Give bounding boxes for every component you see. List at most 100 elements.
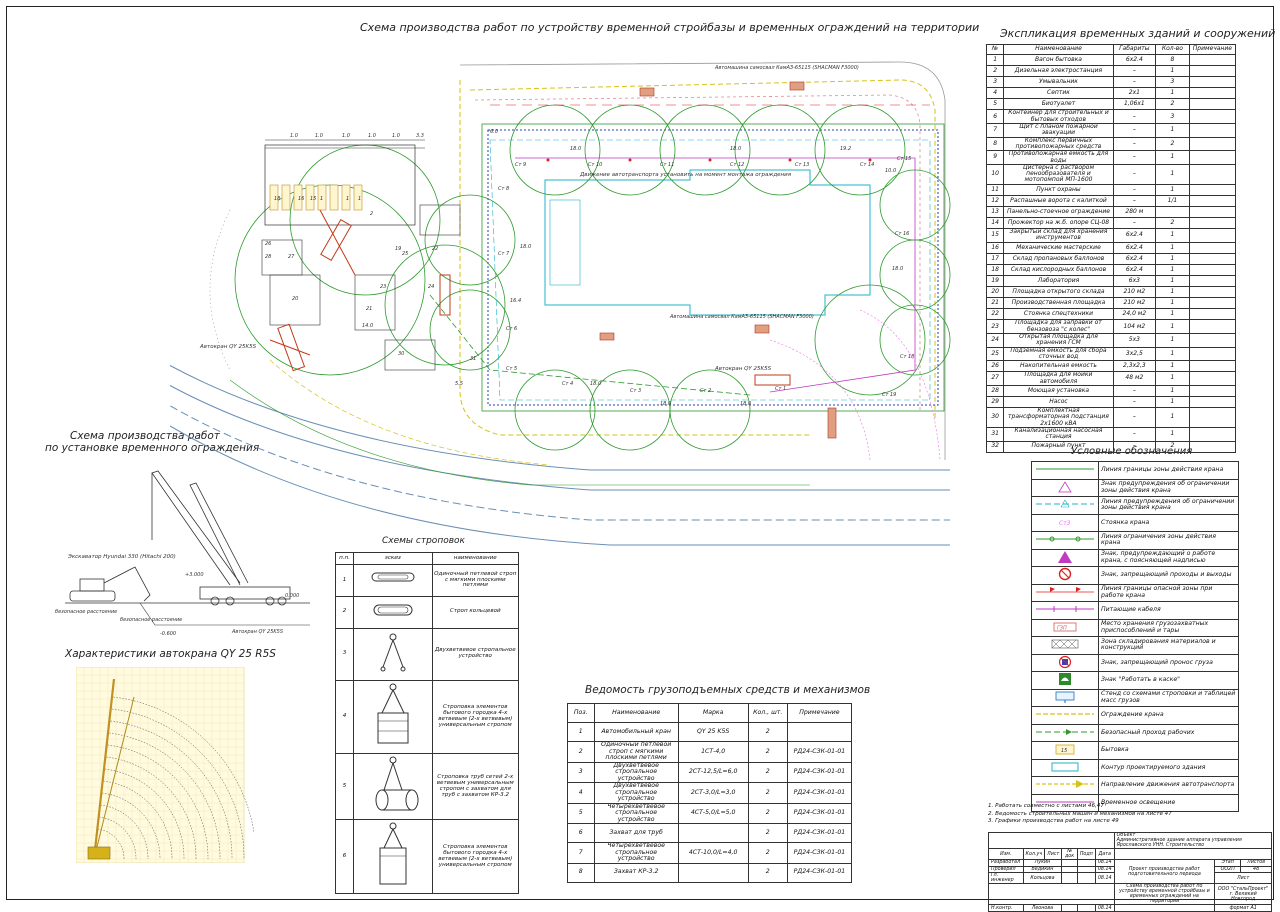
expl-cell <box>1188 371 1237 386</box>
expl-cell <box>1188 65 1237 78</box>
expl-cell: Лаборатория <box>1003 274 1114 288</box>
expl-cell <box>1188 150 1237 165</box>
expl-cell: Контейнер для строительных и бытовых отх… <box>1003 109 1114 125</box>
expl-cell: 210 м2 <box>1112 297 1157 310</box>
svg-text:16.4: 16.4 <box>510 298 521 304</box>
svg-text:1.0: 1.0 <box>392 133 400 139</box>
legend-text: Линия ограничения зоны действия крана <box>1098 531 1239 550</box>
expl-cell: 1/1 <box>1155 194 1190 207</box>
expl-cell: – <box>1112 123 1157 138</box>
stamp-date-1: 08.14 <box>1094 865 1115 874</box>
expl-cell <box>1188 76 1237 89</box>
expl-cell <box>1188 205 1237 219</box>
legend-item: Временное освещение <box>1031 793 1239 812</box>
expl-cell <box>1188 319 1237 334</box>
sling-num: 6 <box>334 819 355 895</box>
expl-cell: 1 <box>1155 65 1190 78</box>
expl-cell: 1 <box>1155 183 1190 196</box>
expl-cell <box>1188 53 1237 67</box>
expl-cell: Канализационная насосная станция <box>1003 426 1114 442</box>
legend-text: Линия предупреждения об ограничении зоны… <box>1098 496 1239 515</box>
sling-name: Строповка элементов бытового городка 4-х… <box>431 679 520 755</box>
expl-header-cell: Примечание <box>1188 44 1237 55</box>
expl-cell: 1 <box>1155 163 1190 185</box>
legend-symbol-dash-icon <box>1031 496 1099 515</box>
expl-cell: 21 <box>985 297 1005 310</box>
lift-cell: 2 <box>747 741 788 763</box>
lift-cell: Четырехветвевое стропальное устройство <box>593 842 679 864</box>
expl-cell: 48 м2 <box>1112 371 1157 386</box>
svg-text:18.0: 18.0 <box>590 381 601 387</box>
svg-text:18.0: 18.0 <box>520 244 531 250</box>
stamp-head-cell: Кол.уч <box>1022 848 1046 861</box>
sling-sketch-icon <box>353 819 433 895</box>
lift-cell: 2 <box>567 741 595 763</box>
expl-cell: 3 <box>1155 76 1190 89</box>
legend-item: Знак предупреждения об ограничении зоны … <box>1031 478 1239 497</box>
expl-cell: 1 <box>1155 123 1190 138</box>
lift-cell: РД24-СЗК-01-01 <box>786 761 853 783</box>
svg-text:Ст 7: Ст 7 <box>498 251 510 257</box>
lift-cell: 5 <box>567 802 595 824</box>
svg-text:27: 27 <box>288 254 295 260</box>
svg-text:Ст 13: Ст 13 <box>795 162 809 168</box>
expl-cell: 280 м <box>1112 205 1157 219</box>
stamp-role-2: Гл. инженер <box>988 872 1024 885</box>
legend-symbol-flagline-icon <box>1031 583 1099 602</box>
expl-cell: 17 <box>985 252 1005 265</box>
expl-cell: Стоянка спецтехники <box>1003 308 1114 321</box>
legend-item: Линия предупреждения об ограничении зоны… <box>1031 496 1239 515</box>
expl-cell <box>1188 407 1237 428</box>
legend-item: Линия границы зоны действия крана <box>1031 461 1239 480</box>
svg-text:Ст 10: Ст 10 <box>588 162 602 168</box>
svg-text:Ст3: Ст3 <box>1059 520 1071 527</box>
svg-text:30: 30 <box>398 351 404 357</box>
svg-text:Ст 15: Ст 15 <box>897 156 911 162</box>
expl-cell <box>1188 98 1237 111</box>
expl-cell <box>1188 252 1237 265</box>
expl-cell: 13 <box>985 205 1005 219</box>
expl-cell: – <box>1112 65 1157 78</box>
expl-cell: – <box>1112 407 1157 428</box>
expl-cell: 27 <box>985 371 1005 386</box>
expl-cell <box>1188 308 1237 321</box>
expl-cell: 1 <box>1155 319 1190 334</box>
stamp-drawing: Схема производства работ по устройству в… <box>1113 883 1216 906</box>
expl-cell: 1 <box>1155 263 1190 276</box>
safe-distance-2: безопасное расстояние <box>120 617 182 623</box>
sling-num: 3 <box>334 627 355 681</box>
expl-cell: Пожарный пункт <box>1003 440 1114 453</box>
expl-cell: 2,3x2,3 <box>1112 360 1157 373</box>
svg-text:1: 1 <box>320 196 323 202</box>
lift-cell: Захват КР-3.2 <box>593 862 679 883</box>
expl-cell: Щит с планом пожарной эвакуации <box>1003 123 1114 138</box>
sling-num: 2 <box>334 595 355 629</box>
mark-minus: -0.600 <box>160 631 176 637</box>
expl-cell: Механические мастерские <box>1003 241 1114 254</box>
lift-cell: 2 <box>747 722 788 742</box>
svg-text:Ст 4: Ст 4 <box>562 381 573 387</box>
expl-cell: 2x1 <box>1112 87 1157 100</box>
legend-symbol-box-icon: ГЗП <box>1031 618 1099 637</box>
expl-cell <box>1188 297 1237 310</box>
legend-text: Питающие кабеля <box>1098 601 1239 620</box>
expl-cell: 12 <box>985 194 1005 207</box>
svg-text:18.0: 18.0 <box>730 146 741 152</box>
